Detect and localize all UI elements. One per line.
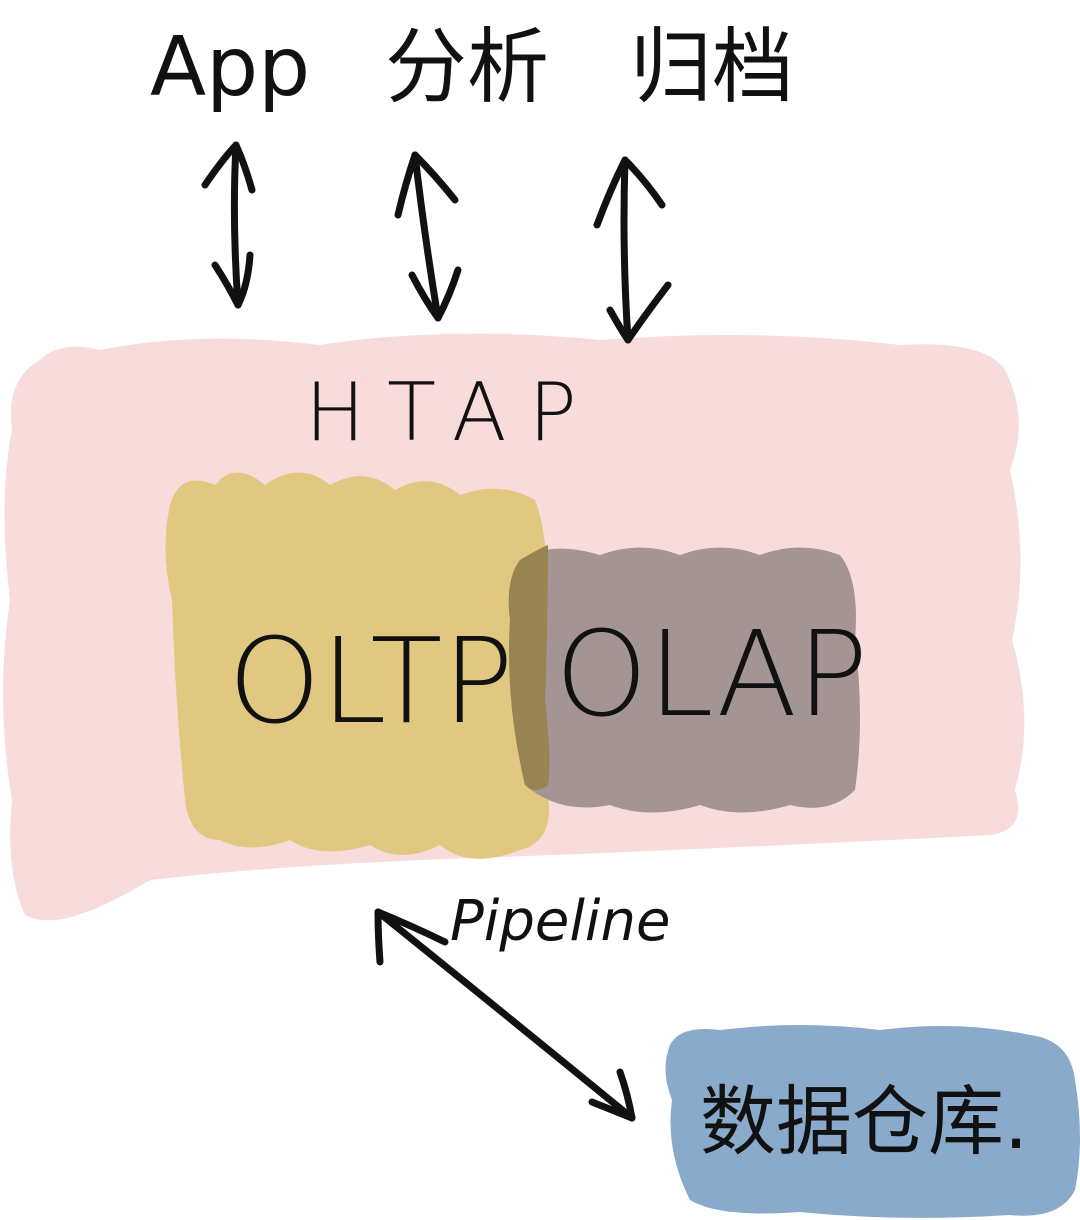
top-label-archive: 归档 — [630, 20, 794, 115]
oltp-label: OLTP — [228, 612, 514, 750]
double-arrow-archive-icon — [593, 156, 672, 344]
top-label-app: App — [150, 20, 310, 115]
pipeline-double-arrow-icon — [374, 908, 636, 1122]
olap-region — [508, 547, 860, 813]
olap-label: OLAP — [555, 605, 868, 743]
data-warehouse-region — [665, 1025, 1080, 1218]
pipeline-label: Pipeline — [450, 889, 670, 954]
double-arrow-app-icon — [201, 141, 256, 309]
double-arrow-analysis-icon — [394, 151, 462, 322]
data-warehouse-label: 数据仓库. — [700, 1077, 1028, 1166]
oltp-olap-overlap-region — [508, 545, 550, 790]
htap-label: HTAP — [305, 366, 599, 459]
top-label-analysis: 分析 — [385, 20, 549, 115]
oltp-region — [165, 472, 551, 859]
